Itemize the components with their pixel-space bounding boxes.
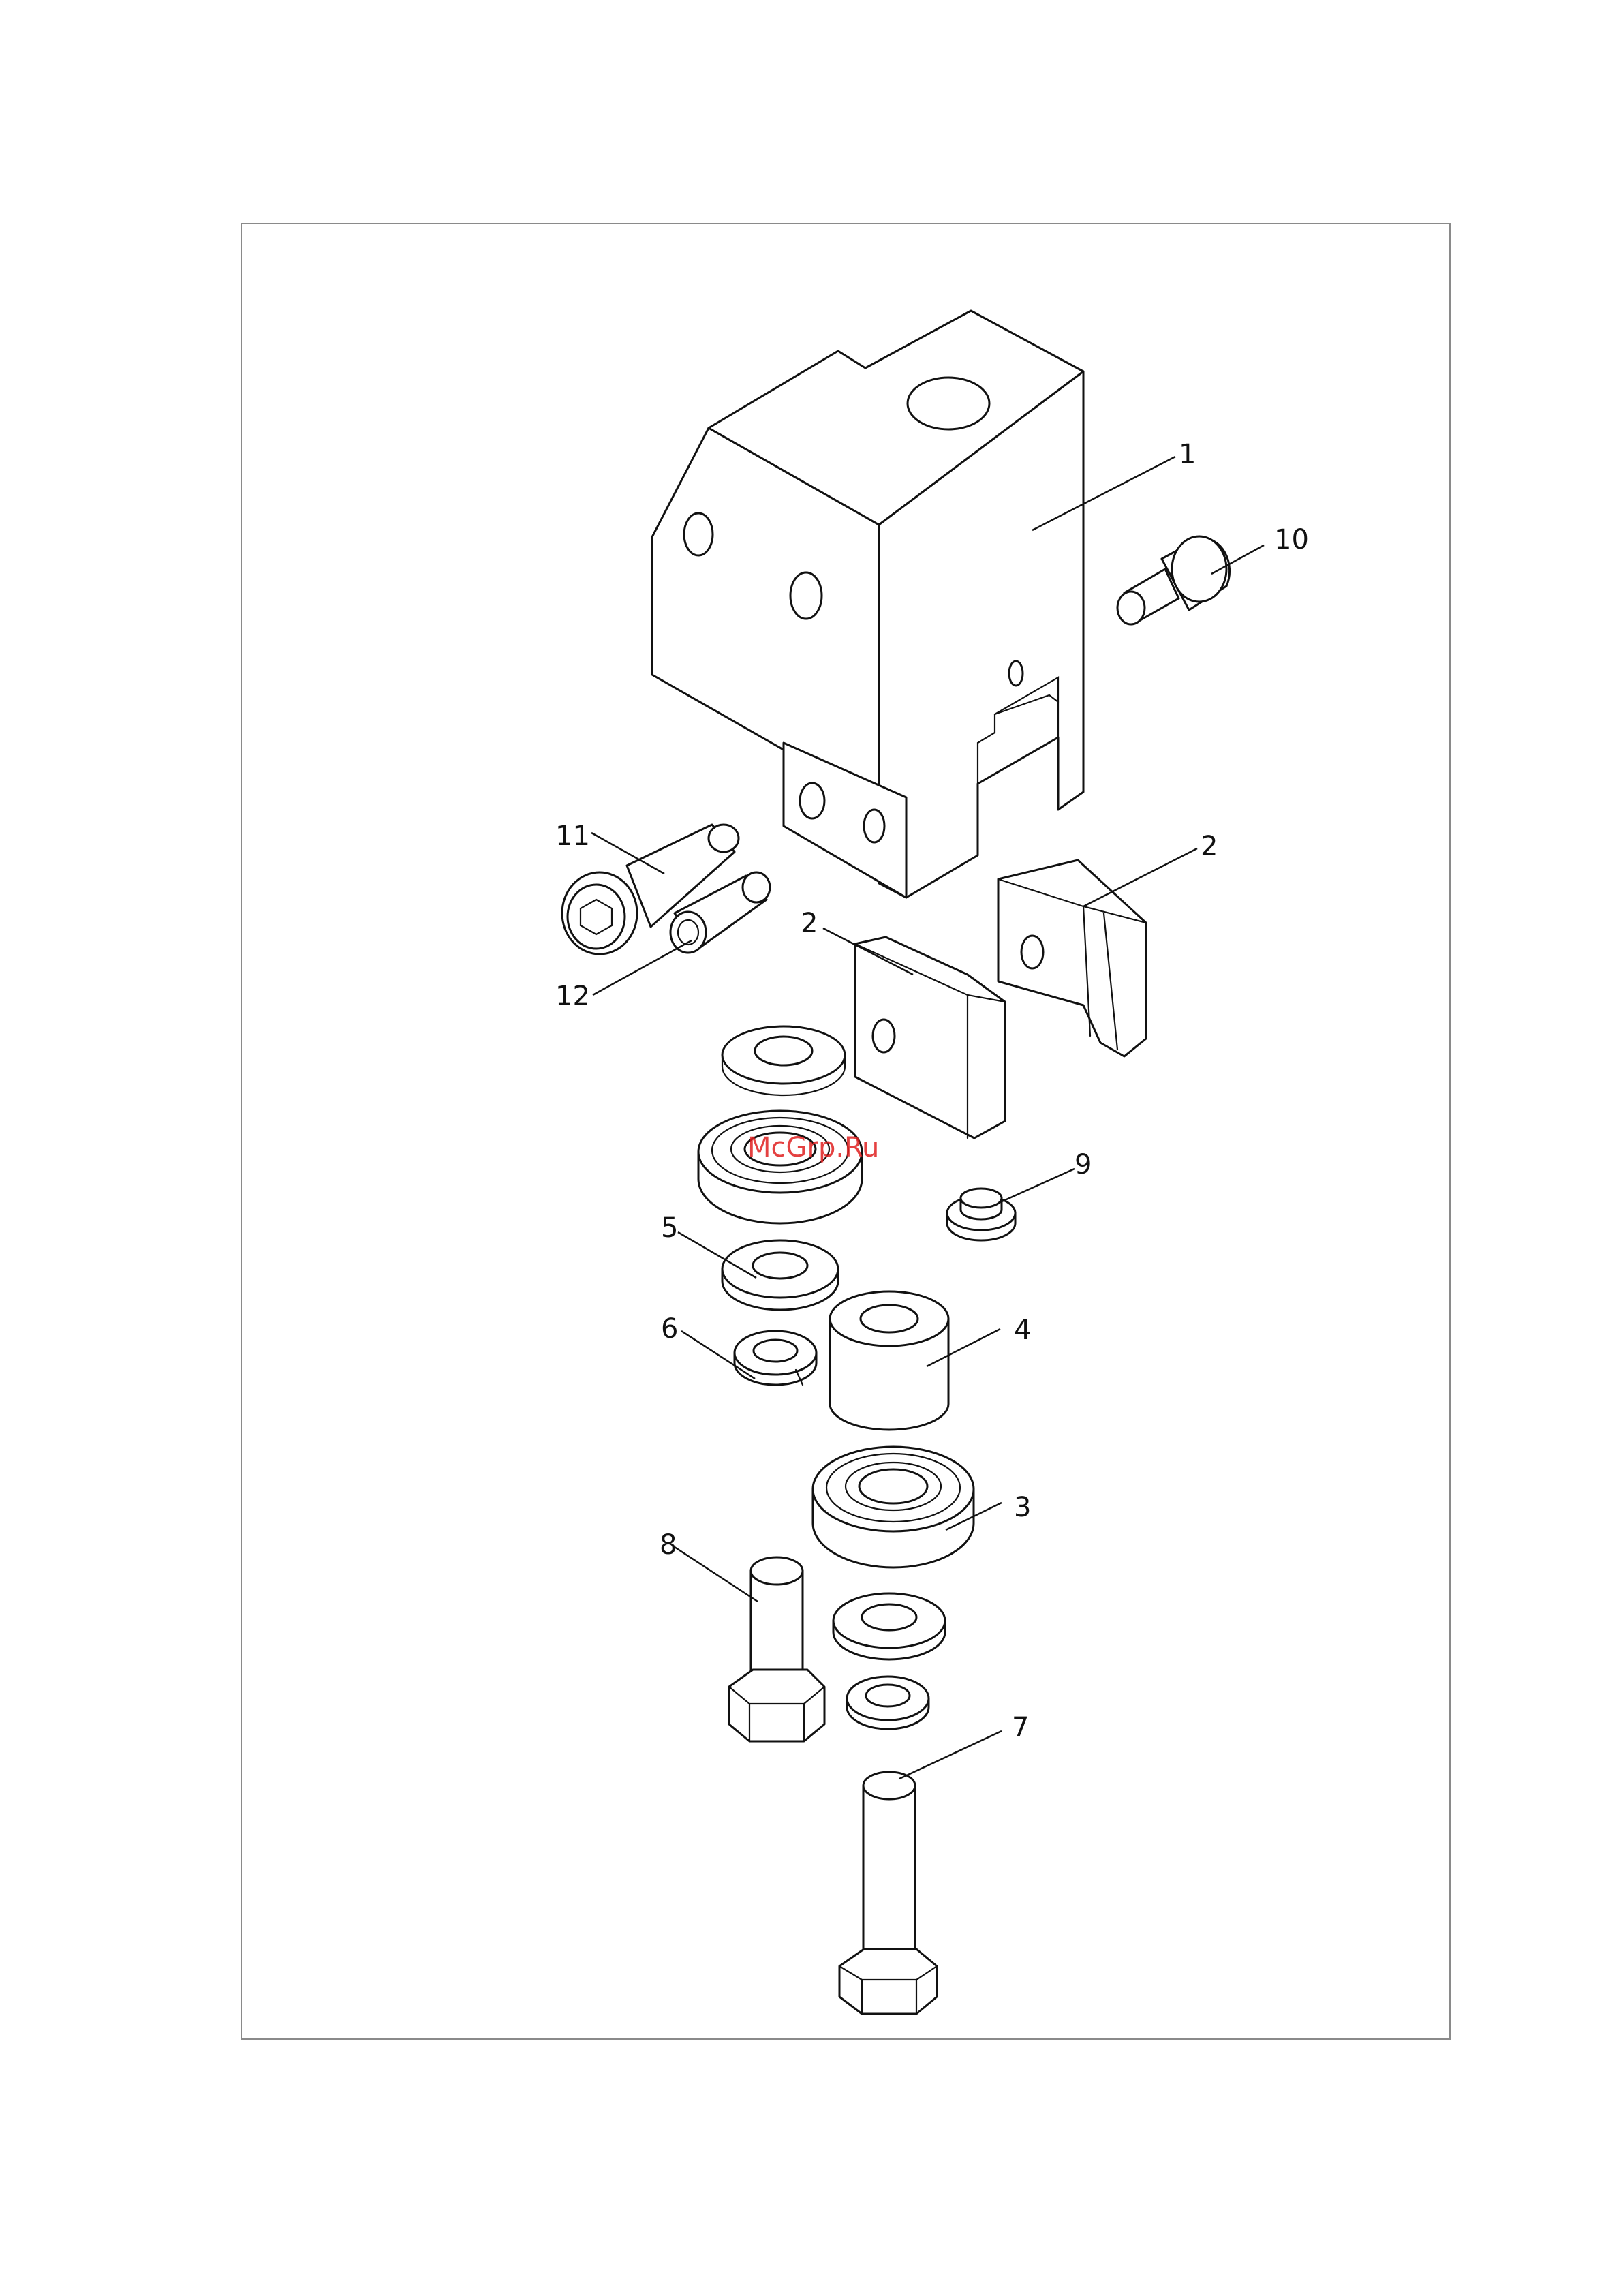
callout-3: 3 xyxy=(1014,1492,1031,1523)
callout-2-left: 2 xyxy=(801,908,818,939)
part-10-cap-screw xyxy=(1117,536,1230,624)
callout-12: 12 xyxy=(555,981,590,1012)
watermark: McGrp.Ru xyxy=(747,1132,879,1163)
top-hole xyxy=(908,378,989,429)
part-4-spacer-sleeve xyxy=(830,1291,948,1430)
part-3-bearing xyxy=(813,1447,974,1567)
callout-6: 6 xyxy=(661,1313,678,1345)
callout-1: 1 xyxy=(1179,439,1196,470)
part-1-bracket-block xyxy=(652,311,1083,898)
washer-lower xyxy=(833,1593,945,1659)
callout-10: 10 xyxy=(1274,524,1309,555)
callout-7: 7 xyxy=(1012,1712,1029,1743)
lock-washer-lower xyxy=(847,1677,929,1729)
callout-11: 11 xyxy=(555,821,590,852)
part-5-washer xyxy=(722,1240,838,1310)
callout-4: 4 xyxy=(1014,1315,1031,1346)
part-8-hex-bolt xyxy=(729,1557,824,1741)
washer-upper xyxy=(722,1026,845,1095)
callout-5: 5 xyxy=(661,1212,678,1244)
part-2-clamp-plate-left xyxy=(855,937,1005,1138)
part-6-lock-washer xyxy=(735,1331,816,1385)
part-9-stepped-pin xyxy=(947,1189,1015,1240)
bearing-upper xyxy=(698,1111,862,1223)
part-7-long-hex-bolt xyxy=(839,1772,937,2014)
part-2-clamp-plate-right xyxy=(998,860,1146,1056)
callout-9: 9 xyxy=(1075,1149,1092,1180)
callout-8: 8 xyxy=(660,1529,677,1561)
callout-2-right: 2 xyxy=(1201,831,1218,862)
